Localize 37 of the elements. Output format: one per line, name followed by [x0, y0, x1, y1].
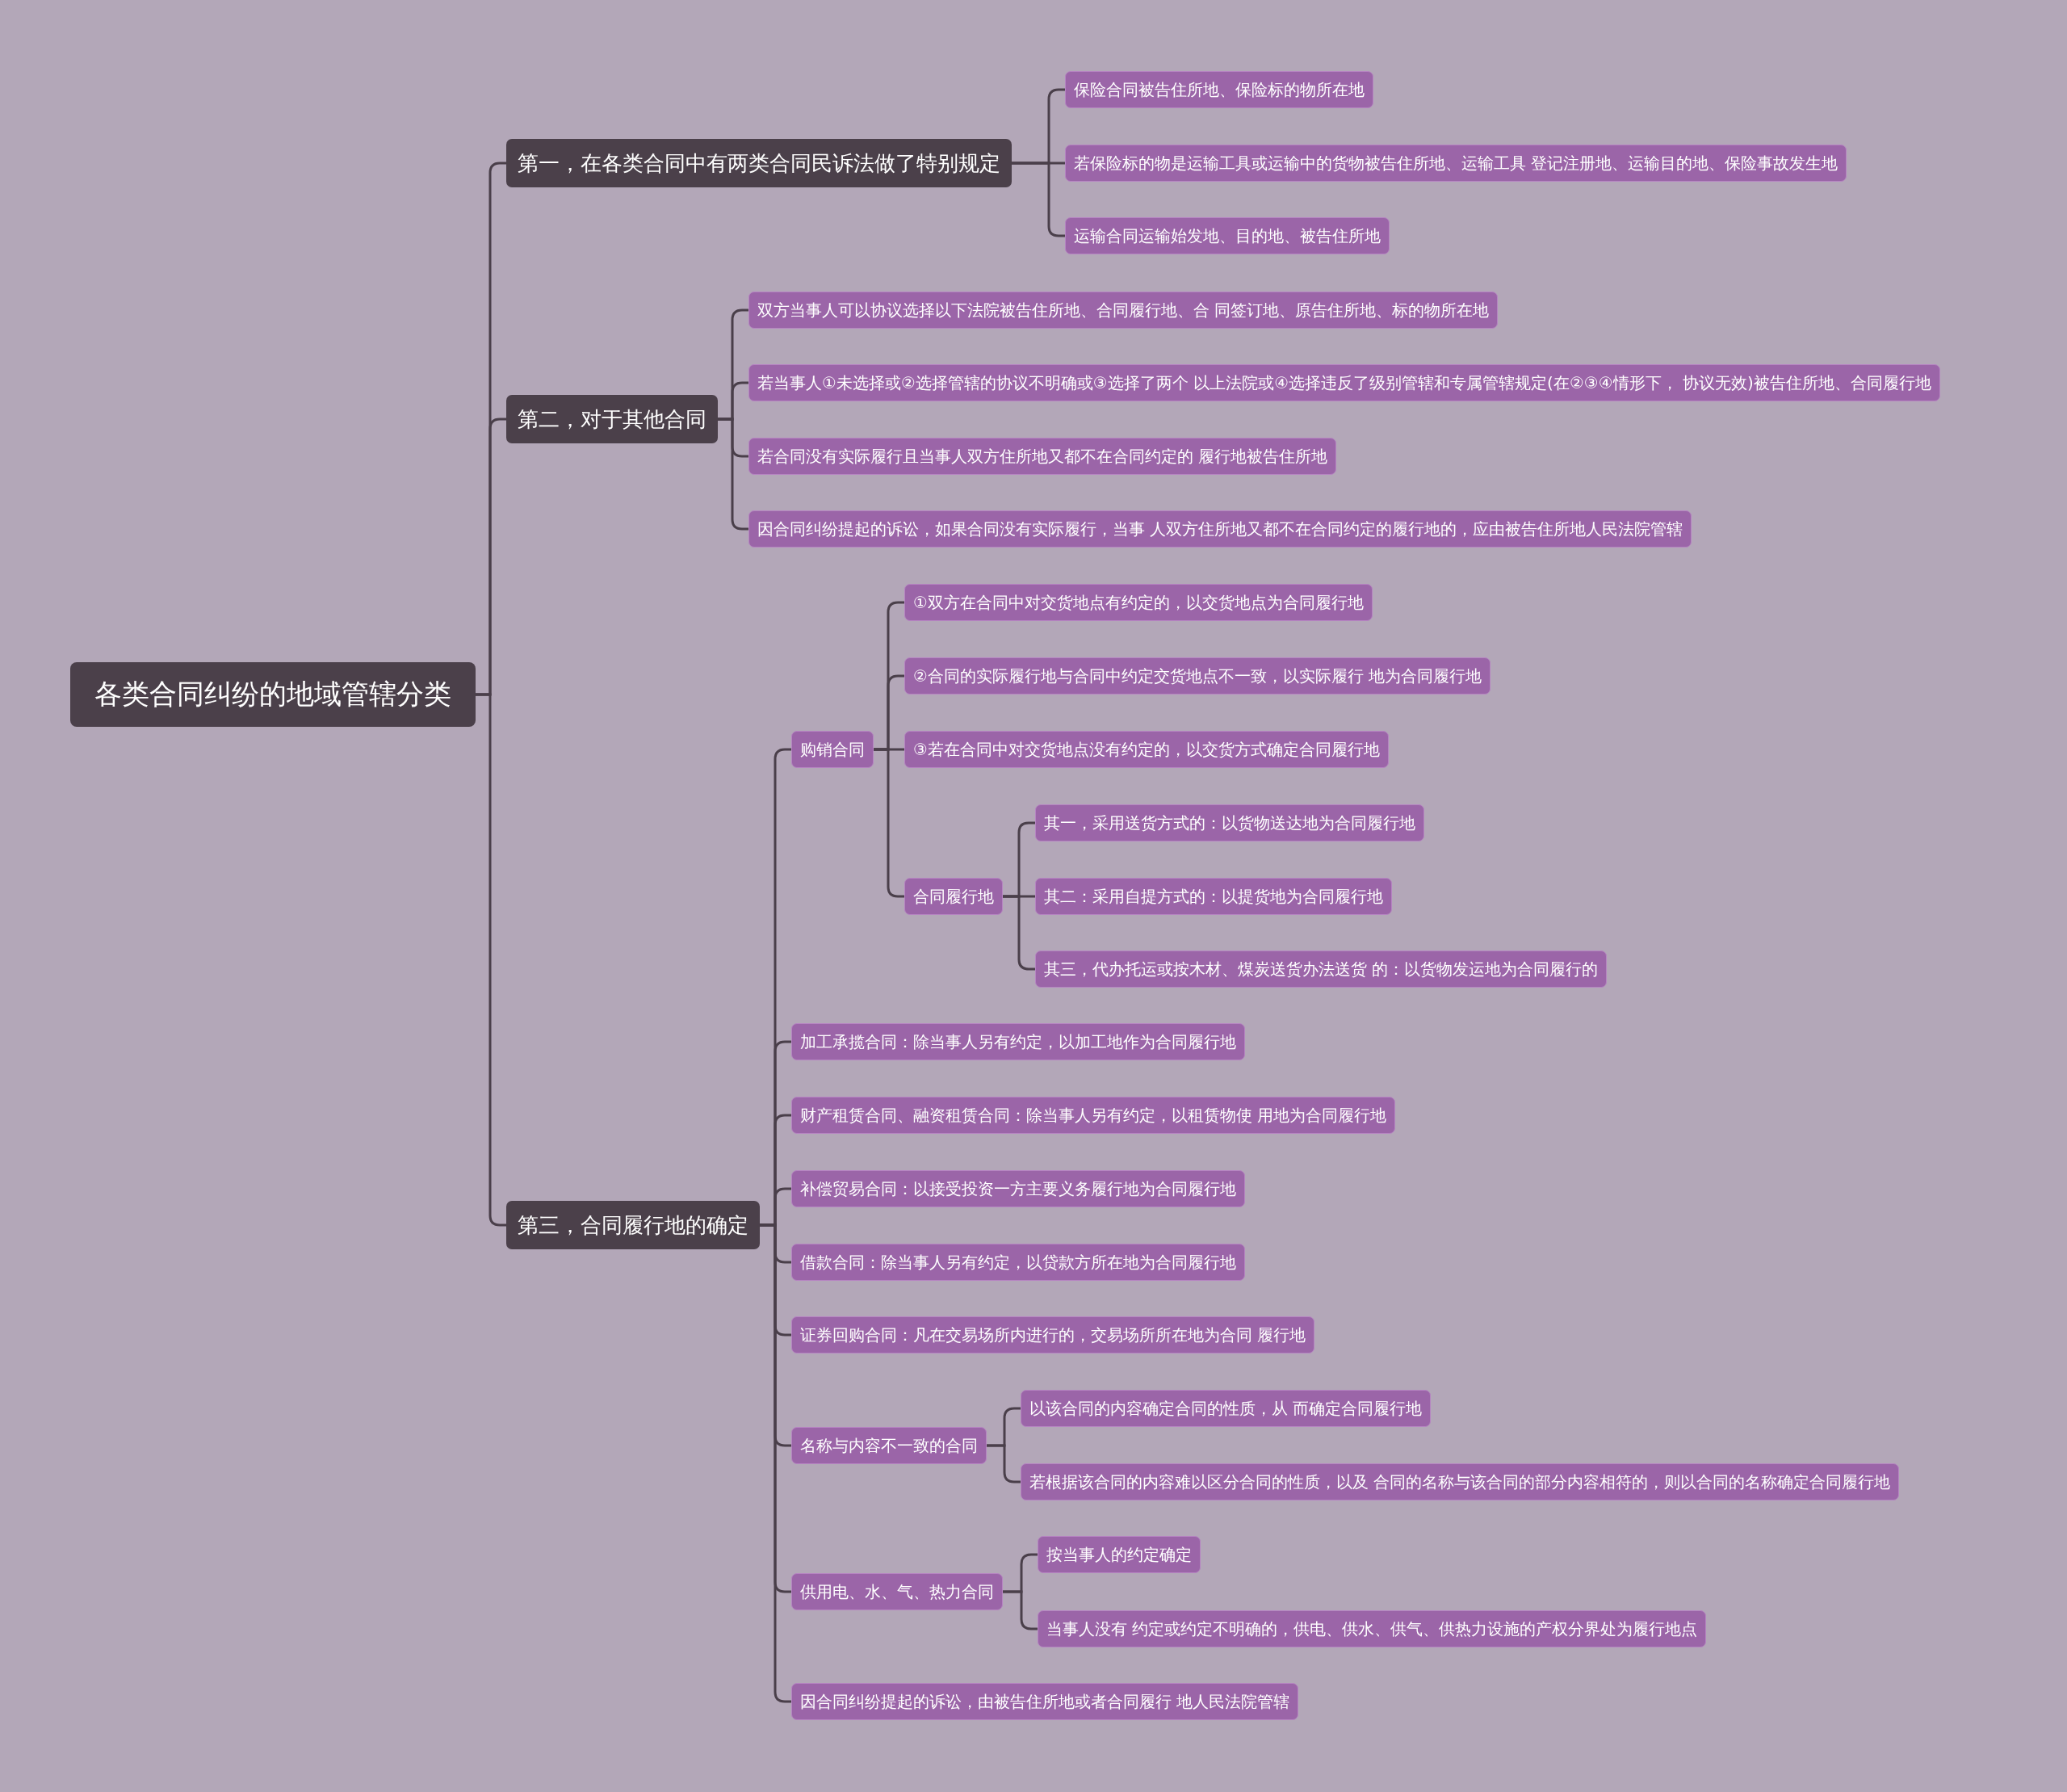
branch-line	[987, 1444, 1021, 1484]
branch-topic-box: 第二，对于其他合同	[506, 395, 718, 443]
leaf-topic-box: 按当事人的约定确定	[1038, 1536, 1201, 1573]
leaf-topic-box: ②合同的实际履行地与合同中约定交货地点不一致，以实际履行 地为合同履行地	[904, 657, 1491, 695]
branch-topic-box: 第三，合同履行地的确定	[506, 1201, 760, 1249]
leaf-topic-box: 以该合同的内容确定合同的性质，从 而确定合同履行地	[1021, 1390, 1432, 1427]
leaf-topic-box: 合同履行地	[904, 878, 1003, 915]
leaf-topic-box: 其一，采用送货方式的：以货物送达地为合同履行地	[1035, 804, 1424, 841]
root-topic-box: 各类合同纠纷的地域管辖分类	[70, 662, 476, 727]
leaf-topic-box: 名称与内容不一致的合同	[791, 1427, 987, 1464]
leaf-topic-box: 当事人没有 约定或约定不明确的，供电、供水、供气、供热力设施的产权分界处为履行地点	[1038, 1610, 1707, 1647]
leaf-topic-box: 其二：采用自提方式的：以提货地为合同履行地	[1035, 878, 1392, 915]
branch-line	[718, 418, 748, 531]
branch-topic-box: 第一，在各类合同中有两类合同民诉法做了特别规定	[506, 139, 1012, 187]
leaf-topic-box: 因合同纠纷提起的诉讼，由被告住所地或者合同履行 地人民法院管辖	[791, 1683, 1299, 1720]
leaf-topic-box: 若当事人①未选择或②选择管辖的协议不明确或③选择了两个 以上法院或④选择违反了级别管辖和专属管辖规定(在②③④情形下， 协议无效)被告住所地、合同履行地	[748, 364, 1940, 401]
leaf-topic-box: 若保险标的物是运输工具或运输中的货物被告住所地、运输工具 登记注册地、运输目的地、保险事故发生地	[1065, 145, 1847, 182]
branch-line	[1003, 1590, 1038, 1630]
leaf-topic-box: 加工承揽合同：除当事人另有约定，以加工地作为合同履行地	[791, 1023, 1245, 1060]
branch-line	[1012, 162, 1065, 237]
leaf-topic-box: ①双方在合同中对交货地点有约定的，以交货地点为合同履行地	[904, 584, 1373, 621]
branch-line	[1003, 895, 1035, 971]
leaf-topic-box: 供用电、水、气、热力合同	[791, 1573, 1003, 1610]
leaf-topic-box: 购销合同	[791, 731, 874, 768]
leaf-topic-box: 保险合同被告住所地、保险标的物所在地	[1065, 71, 1373, 108]
leaf-topic-box: 补偿贸易合同：以接受投资一方主要义务履行地为合同履行地	[791, 1170, 1245, 1207]
leaf-topic-box: 若根据该合同的内容难以区分合同的性质，以及 合同的名称与该合同的部分内容相符的，则以合同的名称确定合同履行地	[1021, 1463, 1900, 1500]
leaf-topic-box: 财产租赁合同、融资租赁合同：除当事人另有约定，以租赁物使 用地为合同履行地	[791, 1097, 1396, 1134]
leaf-topic-box: 双方当事人可以协议选择以下法院被告住所地、合同履行地、合 同签订地、原告住所地、标的物所在地	[748, 292, 1499, 329]
leaf-topic-box: 证券回购合同：凡在交易场所内进行的，交易场所所在地为合同 履行地	[791, 1316, 1315, 1353]
leaf-topic-box: 若合同没有实际履行且当事人双方住所地又都不在合同约定的 履行地被告住所地	[748, 438, 1337, 475]
branch-line	[874, 748, 904, 898]
leaf-topic-box: 借款合同：除当事人另有约定，以贷款方所在地为合同履行地	[791, 1244, 1245, 1281]
leaf-topic-box: 其三，代办托运或按木材、煤炭送货办法送货 的：以货物发运地为合同履行的	[1035, 951, 1608, 988]
leaf-topic-box: 运输合同运输始发地、目的地、被告住所地	[1065, 217, 1390, 254]
leaf-topic-box: 因合同纠纷提起的诉讼，如果合同没有实际履行，当事 人双方住所地又都不在合同约定的履行地的，应由被告住所地人民法院管辖	[748, 510, 1692, 548]
leaf-topic-box: ③若在合同中对交货地点没有约定的，以交货方式确定合同履行地	[904, 731, 1389, 768]
